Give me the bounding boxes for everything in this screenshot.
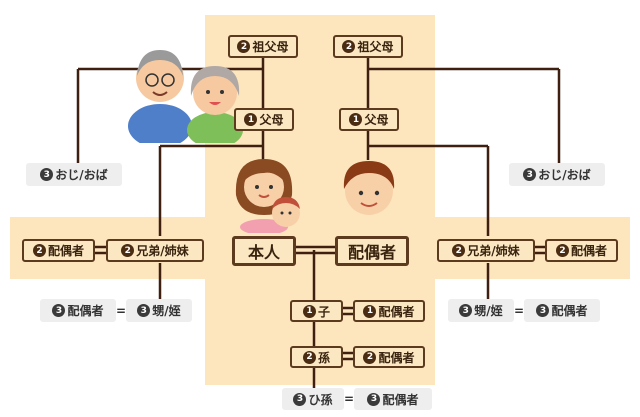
node-label: 孫 xyxy=(317,350,330,365)
node-grandchild: 2 孫 xyxy=(290,346,343,368)
node-label: 配偶者 xyxy=(347,243,396,262)
degree-badge: 3 xyxy=(536,304,550,317)
degree-badge: 3 xyxy=(40,168,54,181)
node-label: 甥/姪 xyxy=(152,304,181,318)
degree-badge: 2 xyxy=(452,244,466,257)
degree-badge: 1 xyxy=(244,113,258,126)
degree-badge: 2 xyxy=(555,244,569,257)
degree-badge: 1 xyxy=(363,304,377,318)
degree-badge: 2 xyxy=(363,350,377,364)
spouse-man-illustration xyxy=(343,161,395,215)
degree-badge: 2 xyxy=(32,244,46,257)
node-label: 配偶者 xyxy=(67,304,104,318)
node-label: 子 xyxy=(317,304,330,319)
node-siblings-right: 2 兄弟/姉妹 xyxy=(437,239,535,262)
degree-badge: 3 xyxy=(367,392,381,406)
node-parents-left: 1 父母 xyxy=(234,108,294,131)
node-niece-spouse-left: 3 配偶者 xyxy=(40,299,116,322)
equals-sign-right: = xyxy=(513,303,525,318)
grandparents-illustration xyxy=(128,50,243,143)
node-siblings-left: 2 兄弟/姉妹 xyxy=(106,239,204,262)
node-label: おじ/おば xyxy=(55,168,108,182)
node-label: 兄弟/姉妹 xyxy=(467,244,520,258)
degree-badge: 3 xyxy=(293,392,307,406)
node-niece-spouse-right: 3 配偶者 xyxy=(524,299,600,322)
equals-sign-bottom: = xyxy=(343,392,355,406)
node-label: 甥/姪 xyxy=(474,304,503,318)
node-label: 兄弟/姉妹 xyxy=(136,244,189,258)
degree-badge: 1 xyxy=(349,113,363,126)
node-sibling-spouse-left: 2 配偶者 xyxy=(22,239,95,262)
node-label: 祖父母 xyxy=(252,40,289,54)
node-paternal-grandparents: 2 祖父母 xyxy=(228,35,298,58)
node-niece-right: 3 甥/姪 xyxy=(448,299,514,322)
degree-badge: 2 xyxy=(237,40,251,53)
self-woman-with-baby-illustration xyxy=(235,159,300,233)
node-label: 配偶者 xyxy=(551,304,588,318)
node-label: おじ/おば xyxy=(538,168,591,182)
degree-badge: 2 xyxy=(342,40,356,53)
node-label: 配偶者 xyxy=(378,304,415,319)
degree-badge: 2 xyxy=(302,350,316,364)
node-parents-right: 1 父母 xyxy=(339,108,399,131)
equals-sign-left: = xyxy=(115,303,127,318)
degree-badge: 1 xyxy=(302,304,316,318)
node-great-grandchild-spouse: 3 配偶者 xyxy=(354,388,432,410)
node-label: 配偶者 xyxy=(570,244,607,258)
node-maternal-grandparents: 2 祖父母 xyxy=(333,35,403,58)
node-label: 父母 xyxy=(364,113,389,127)
node-label: 配偶者 xyxy=(382,392,419,407)
node-label: ひ孫 xyxy=(308,392,333,407)
node-uncle-aunt-right: 3 おじ/おば xyxy=(509,163,605,186)
node-label: 祖父母 xyxy=(357,40,394,54)
node-label: 本人 xyxy=(247,243,280,262)
node-child-spouse: 1 配偶者 xyxy=(353,300,425,322)
node-spouse: 配偶者 xyxy=(335,236,409,266)
node-sibling-spouse-right: 2 配偶者 xyxy=(545,239,618,262)
degree-badge: 3 xyxy=(52,304,66,317)
degree-badge: 3 xyxy=(459,304,473,317)
node-child: 1 子 xyxy=(290,300,343,322)
node-self: 本人 xyxy=(232,236,296,266)
node-uncle-aunt-left: 3 おじ/おば xyxy=(26,163,122,186)
node-grandchild-spouse: 2 配偶者 xyxy=(353,346,425,368)
degree-badge: 2 xyxy=(121,244,135,257)
degree-badge: 3 xyxy=(137,304,151,317)
node-niece-left: 3 甥/姪 xyxy=(126,299,192,322)
degree-badge: 3 xyxy=(523,168,537,181)
node-label: 配偶者 xyxy=(47,244,84,258)
node-label: 配偶者 xyxy=(378,350,415,365)
node-label: 父母 xyxy=(259,113,284,127)
node-great-grandchild: 3 ひ孫 xyxy=(282,388,344,410)
